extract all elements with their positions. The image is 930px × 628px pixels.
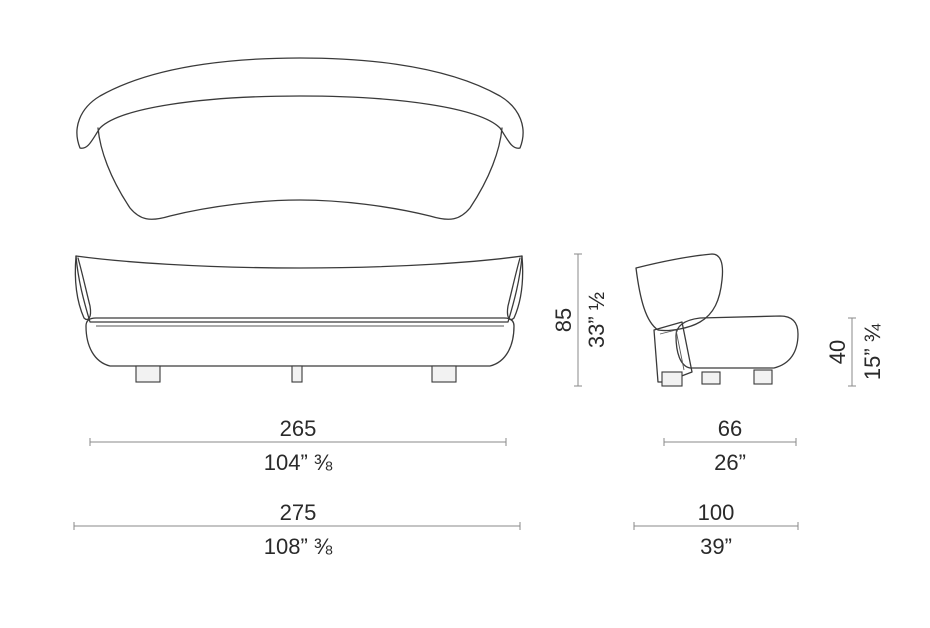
side-depth-outer-dimension: 100 39” [633, 500, 799, 559]
side-depth-outer-cm: 100 [698, 500, 735, 525]
side-view-seat [675, 315, 799, 369]
front-width-inner-dimension: 265 104” ⅜ [89, 416, 507, 475]
side-depth-outer-inch: 39” [700, 534, 732, 559]
seat-height-cm: 40 [825, 340, 850, 364]
side-view-frame-inner [659, 329, 685, 371]
seat-height-inch: 15” ¾ [860, 323, 885, 380]
top-view-outline [76, 57, 524, 149]
side-depth-inner-inch: 26” [714, 450, 746, 475]
side-view-mid-foot [701, 371, 721, 385]
front-view [74, 255, 524, 383]
front-width-outer-cm: 275 [280, 500, 317, 525]
top-view [76, 57, 524, 220]
front-view-right-foot [431, 365, 457, 383]
side-view [635, 253, 799, 387]
side-depth-inner-dimension: 66 26” [663, 416, 797, 475]
front-width-outer-inch: 108” ⅜ [264, 534, 333, 559]
top-view-seat [97, 127, 503, 220]
side-view-front-foot [661, 371, 683, 387]
side-depth-inner-cm: 66 [718, 416, 742, 441]
front-view-center-foot [291, 365, 303, 383]
side-view-rear-foot [753, 369, 773, 385]
side-view-back [635, 253, 724, 332]
seat-height-dimension: 40 15” ¾ [825, 317, 885, 387]
front-width-outer-dimension: 275 108” ⅜ [73, 500, 521, 559]
total-height-cm: 85 [551, 308, 576, 332]
total-height-dimension: 85 33” ½ [551, 253, 609, 387]
front-view-back [75, 255, 523, 323]
front-view-left-foot [135, 365, 161, 383]
front-view-left-arm [74, 255, 92, 321]
front-width-inner-inch: 104” ⅜ [264, 450, 333, 475]
total-height-inch: 33” ½ [584, 292, 609, 348]
front-view-seat [85, 317, 515, 367]
front-width-inner-cm: 265 [280, 416, 317, 441]
